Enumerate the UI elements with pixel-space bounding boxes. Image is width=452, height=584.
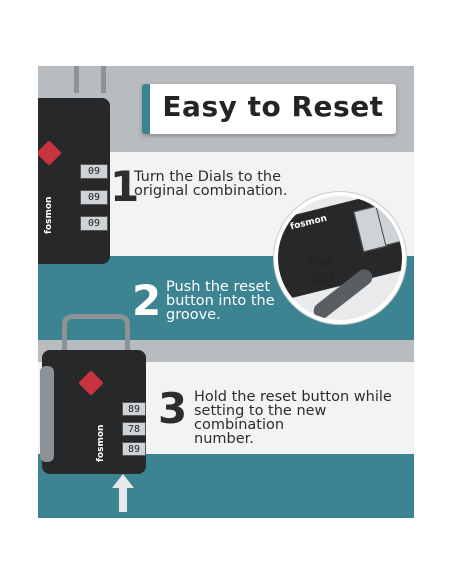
reset-instructions-card: 09 09 09 fosmon Easy to Reset 1 Turn the… <box>38 66 414 518</box>
dial-digit: 9 <box>94 166 101 177</box>
closeup-tsa-code: 007 <box>312 272 335 286</box>
step-1-line-1: Turn the Dials to the <box>134 169 281 185</box>
step-2-line-3: groove. <box>166 307 221 323</box>
dial-digit: 9 <box>94 218 101 229</box>
step-1-line-2: original combination. <box>134 183 288 199</box>
dial-digit: 9 <box>94 192 101 203</box>
dial-digit: 0 <box>87 166 94 177</box>
step-3-text: Hold the reset button while setting to t… <box>194 389 414 447</box>
step-2-line-2: button into the <box>166 293 275 309</box>
step-3-line-2: setting to the new combination <box>194 403 327 433</box>
dial-digit: 9 <box>134 404 141 415</box>
dial-digit: 0 <box>87 192 94 203</box>
lock-side-grip <box>40 366 54 462</box>
dial-digit: 7 <box>127 424 134 435</box>
dial-digit: 8 <box>127 444 134 455</box>
lock-brand-text: fosmon <box>96 424 106 462</box>
lock-dial-2: 09 <box>80 190 108 205</box>
step-1-number: 1 <box>110 162 140 211</box>
lock-dial-1: 09 <box>80 164 108 179</box>
step-3-number: 3 <box>158 384 188 433</box>
arrow-shape <box>112 474 134 512</box>
lock-dial-3: 09 <box>80 216 108 231</box>
dial-digit: 8 <box>134 424 141 435</box>
lock-body <box>38 98 110 264</box>
lock-brand-text: fosmon <box>44 196 54 234</box>
page-title: Easy to Reset <box>162 90 384 123</box>
step-2-text: Push the reset button into the groove. <box>166 279 275 323</box>
lock-dial-1: 89 <box>122 402 146 416</box>
lock-shackle <box>62 314 130 359</box>
step-2-line-1: Push the reset <box>166 279 271 295</box>
step-2-number: 2 <box>132 276 162 325</box>
step-1-text: Turn the Dials to the original combinati… <box>134 169 288 199</box>
dial-digit: 8 <box>127 404 134 415</box>
closeup-tsa-label: TSA <box>306 252 336 270</box>
press-up-arrow-icon <box>112 474 134 512</box>
reset-button-closeup: fosmon TSA 007 <box>274 192 406 324</box>
dial-digit: 0 <box>87 218 94 229</box>
dial-digit: 9 <box>134 444 141 455</box>
step-3-line-1: Hold the reset button while <box>194 389 392 405</box>
lock-dial-3: 89 <box>122 442 146 456</box>
step-3-line-3: number. <box>194 431 254 447</box>
lock-dial-2: 78 <box>122 422 146 436</box>
lock-shackle <box>74 66 106 93</box>
title-banner: Easy to Reset <box>142 84 396 134</box>
